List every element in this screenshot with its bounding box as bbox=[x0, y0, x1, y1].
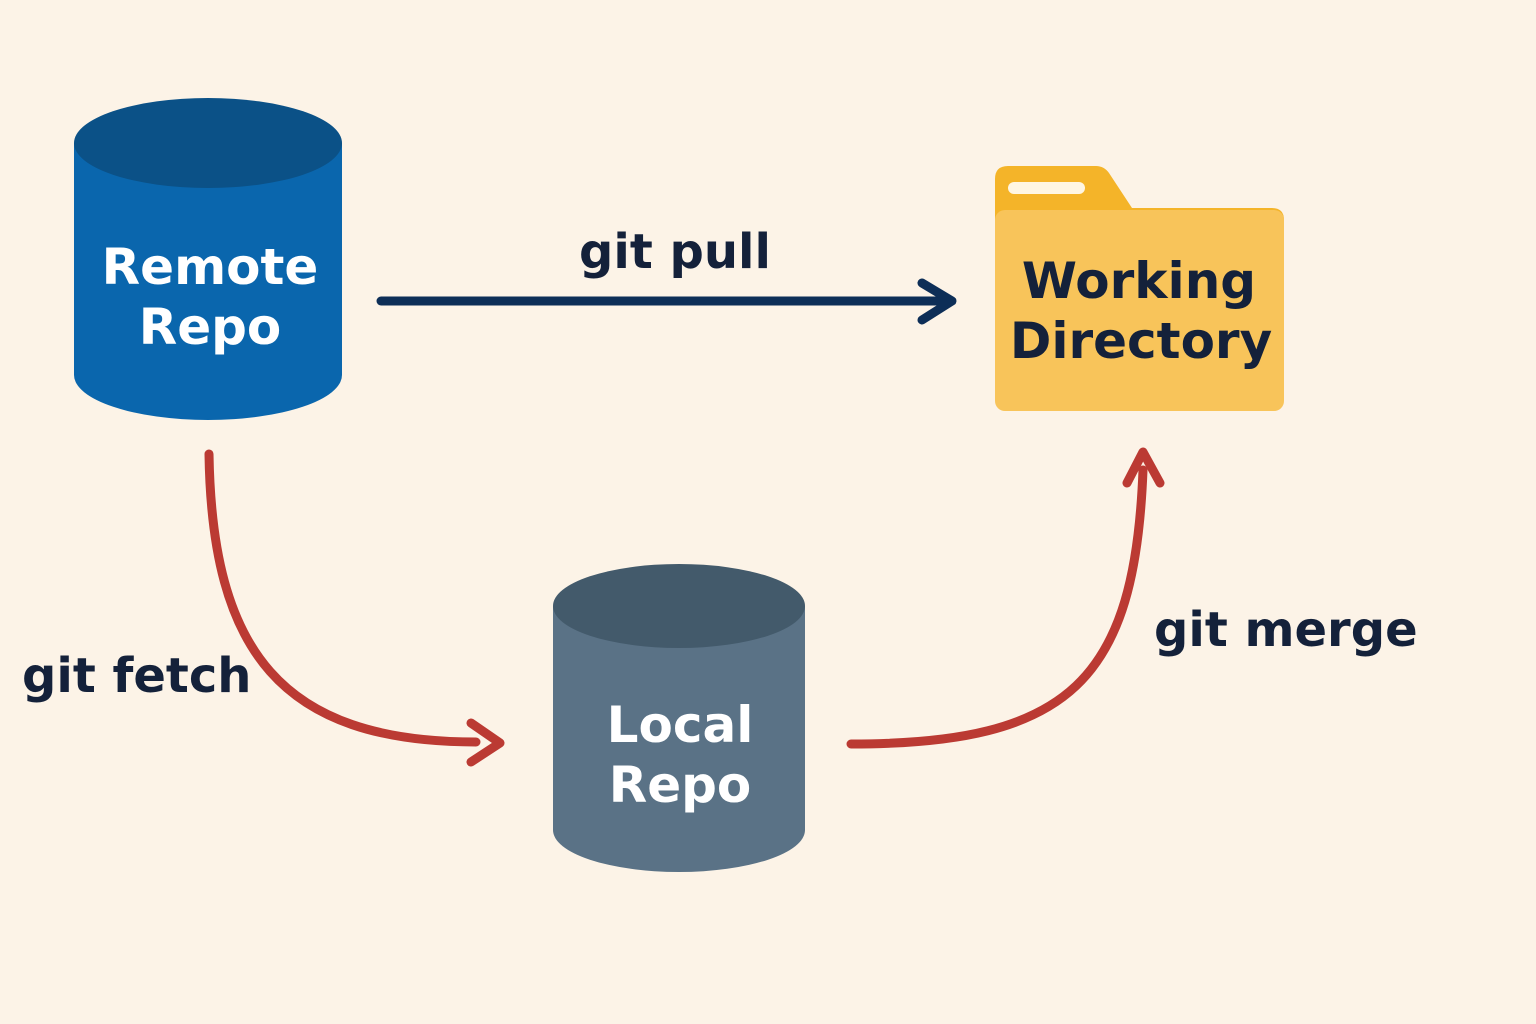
git-pull-arrowhead bbox=[917, 278, 957, 325]
folder-icon bbox=[995, 166, 1284, 411]
remote-repo-label-line2: Repo bbox=[139, 298, 282, 356]
remote-repo-label-line1: Remote bbox=[102, 238, 319, 296]
working-directory-node: Working Directory bbox=[995, 166, 1284, 411]
git-merge-edge: git merge bbox=[846, 447, 1418, 749]
remote-repo-node: Remote Repo bbox=[74, 98, 342, 420]
git-pull-label: git pull bbox=[579, 224, 771, 280]
database-cylinder-icon bbox=[74, 98, 342, 420]
database-cylinder-icon bbox=[553, 564, 805, 872]
git-merge-arrowhead bbox=[1122, 447, 1165, 488]
local-repo-node: Local Repo bbox=[553, 564, 805, 872]
git-merge-label: git merge bbox=[1154, 602, 1418, 658]
git-fetch-label: git fetch bbox=[22, 648, 251, 704]
local-repo-label-line1: Local bbox=[607, 696, 754, 754]
working-directory-label-line2: Directory bbox=[1010, 312, 1272, 370]
git-fetch-arrowhead bbox=[466, 718, 505, 767]
git-pull-edge: git pull bbox=[376, 224, 957, 325]
git-fetch-edge: git fetch bbox=[22, 449, 505, 767]
git-merge-arrow bbox=[846, 465, 1148, 749]
local-repo-label-line2: Repo bbox=[609, 756, 752, 814]
git-fetch-arrow bbox=[204, 449, 481, 747]
working-directory-label-line1: Working bbox=[1022, 252, 1256, 310]
